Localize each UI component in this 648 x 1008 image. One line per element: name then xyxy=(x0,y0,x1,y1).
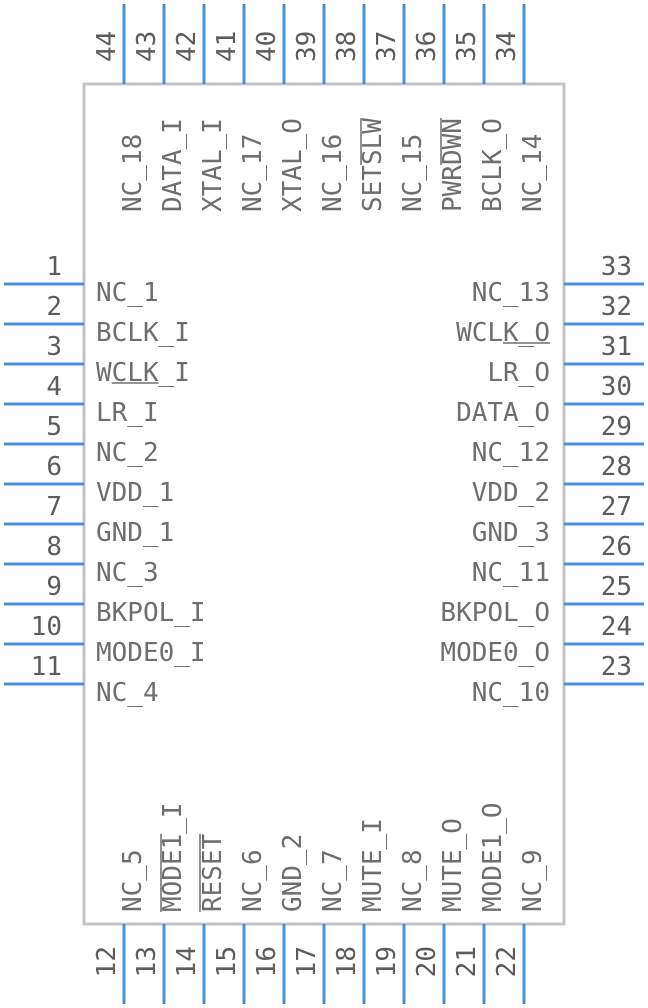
pin-label-mute-i: MUTE_I xyxy=(358,818,388,912)
pin-label-mute-o: MUTE_O xyxy=(438,818,468,912)
pin-label-nc-16: NC_16 xyxy=(318,134,348,212)
pin-42-number: 42 xyxy=(172,31,202,62)
pin-35-number: 35 xyxy=(452,31,482,62)
pin-label-nc-9: NC_9 xyxy=(518,849,548,912)
pin-label-mode1-i: MODE1_I xyxy=(158,802,188,912)
pin-label-nc-4: NC_4 xyxy=(96,678,159,708)
pin-label-gnd-1: GND_1 xyxy=(96,518,174,548)
pin-22-number: 22 xyxy=(492,946,522,977)
pin-8-number: 8 xyxy=(46,532,62,562)
pin-6-number: 6 xyxy=(46,452,62,482)
pin-label-nc-2: NC_2 xyxy=(96,438,159,468)
pin-2-number: 2 xyxy=(46,292,62,322)
pin-21-number: 21 xyxy=(452,946,482,977)
pin-label-bkpol-i: BKPOL_I xyxy=(96,598,206,628)
pin-32-number: 32 xyxy=(601,292,632,322)
pin-1-number: 1 xyxy=(46,252,62,282)
pin-label-gnd-3: GND_3 xyxy=(472,518,550,548)
pin-30-number: 30 xyxy=(601,372,632,402)
pin-label-data-o: DATA_O xyxy=(456,398,550,428)
pin-38-number: 38 xyxy=(332,31,362,62)
pin-label-nc-5: NC_5 xyxy=(118,849,148,912)
pin-40-number: 40 xyxy=(252,31,282,62)
pin-14-number: 14 xyxy=(172,946,202,977)
pin-36-number: 36 xyxy=(412,31,442,62)
pin-label-nc-11: NC_11 xyxy=(472,558,550,588)
pin-34-number: 34 xyxy=(492,31,522,62)
pin-label-mode0-o: MODE0_O xyxy=(440,638,550,668)
pin-label-lr-o: LR_O xyxy=(487,358,550,388)
pin-label-nc-6: NC_6 xyxy=(238,849,268,912)
pin-20-number: 20 xyxy=(412,946,442,977)
pin-26-number: 26 xyxy=(601,532,632,562)
pin-10-number: 10 xyxy=(31,612,62,642)
pin-43-number: 43 xyxy=(132,31,162,62)
pin-17-number: 17 xyxy=(292,946,322,977)
pin-label-nc-3: NC_3 xyxy=(96,558,159,588)
pin-label-nc-1: NC_1 xyxy=(96,278,159,308)
pin-37-number: 37 xyxy=(372,31,402,62)
pin-label-bclk-i: BCLK_I xyxy=(96,318,190,348)
pin-19-number: 19 xyxy=(372,946,402,977)
pin-3-number: 3 xyxy=(46,332,62,362)
pin-label-xtal-o: XTAL_O xyxy=(278,118,308,212)
pin-5-number: 5 xyxy=(46,412,62,442)
pin-label-bkpol-o: BKPOL_O xyxy=(440,598,550,628)
pin-23-number: 23 xyxy=(601,652,632,682)
pin-7-number: 7 xyxy=(46,492,62,522)
pin-label-pwrdwn: PWRDWN xyxy=(438,118,468,212)
pin-25-number: 25 xyxy=(601,572,632,602)
pin-4-number: 4 xyxy=(46,372,62,402)
pin-9-number: 9 xyxy=(46,572,62,602)
pin-11-number: 11 xyxy=(31,652,62,682)
pin-label-setslw: SETSLW xyxy=(358,118,388,212)
pin-39-number: 39 xyxy=(292,31,322,62)
ic-body xyxy=(82,82,566,926)
pin-label-lr-i: LR_I xyxy=(96,398,159,428)
pin-label-mode0-i: MODE0_I xyxy=(96,638,206,668)
pin-label-bclk-o: BCLK_O xyxy=(478,118,508,212)
pin-label-data-i: DATA_I xyxy=(158,118,188,212)
pin-label-nc-15: NC_15 xyxy=(398,134,428,212)
pin-label-vdd-2: VDD_2 xyxy=(472,478,550,508)
pin-33-number: 33 xyxy=(601,252,632,282)
pin-18-number: 18 xyxy=(332,946,362,977)
pin-label-nc-10: NC_10 xyxy=(472,678,550,708)
pin-label-nc-17: NC_17 xyxy=(238,134,268,212)
pin-16-number: 16 xyxy=(252,946,282,977)
pin-12-number: 12 xyxy=(92,946,122,977)
pin-28-number: 28 xyxy=(601,452,632,482)
pin-label-reset: RESET xyxy=(198,833,228,912)
pin-label-mode1-o: MODE1_O xyxy=(478,802,508,912)
pin-27-number: 27 xyxy=(601,492,632,522)
pin-31-number: 31 xyxy=(601,332,632,362)
pin-41-number: 41 xyxy=(212,31,242,62)
pins-group: 1NC_12BCLK_I3WCLK_I4LR_I5NC_26VDD_17GND_… xyxy=(4,4,644,1004)
pin-label-nc-7: NC_7 xyxy=(318,849,348,912)
pin-label-nc-18: NC_18 xyxy=(118,134,148,212)
pin-label-nc-14: NC_14 xyxy=(518,134,548,212)
pin-label-xtal-i: XTAL_I xyxy=(198,118,228,212)
pin-15-number: 15 xyxy=(212,946,242,977)
pin-label-nc-13: NC_13 xyxy=(472,278,550,308)
pin-29-number: 29 xyxy=(601,412,632,442)
pin-label-gnd-2: GND_2 xyxy=(278,834,308,912)
pin-label-vdd-1: VDD_1 xyxy=(96,478,174,508)
pin-24-number: 24 xyxy=(601,612,632,642)
pin-13-number: 13 xyxy=(132,946,162,977)
pin-label-nc-12: NC_12 xyxy=(472,438,550,468)
pin-label-nc-8: NC_8 xyxy=(398,849,428,912)
pin-44-number: 44 xyxy=(92,31,122,62)
